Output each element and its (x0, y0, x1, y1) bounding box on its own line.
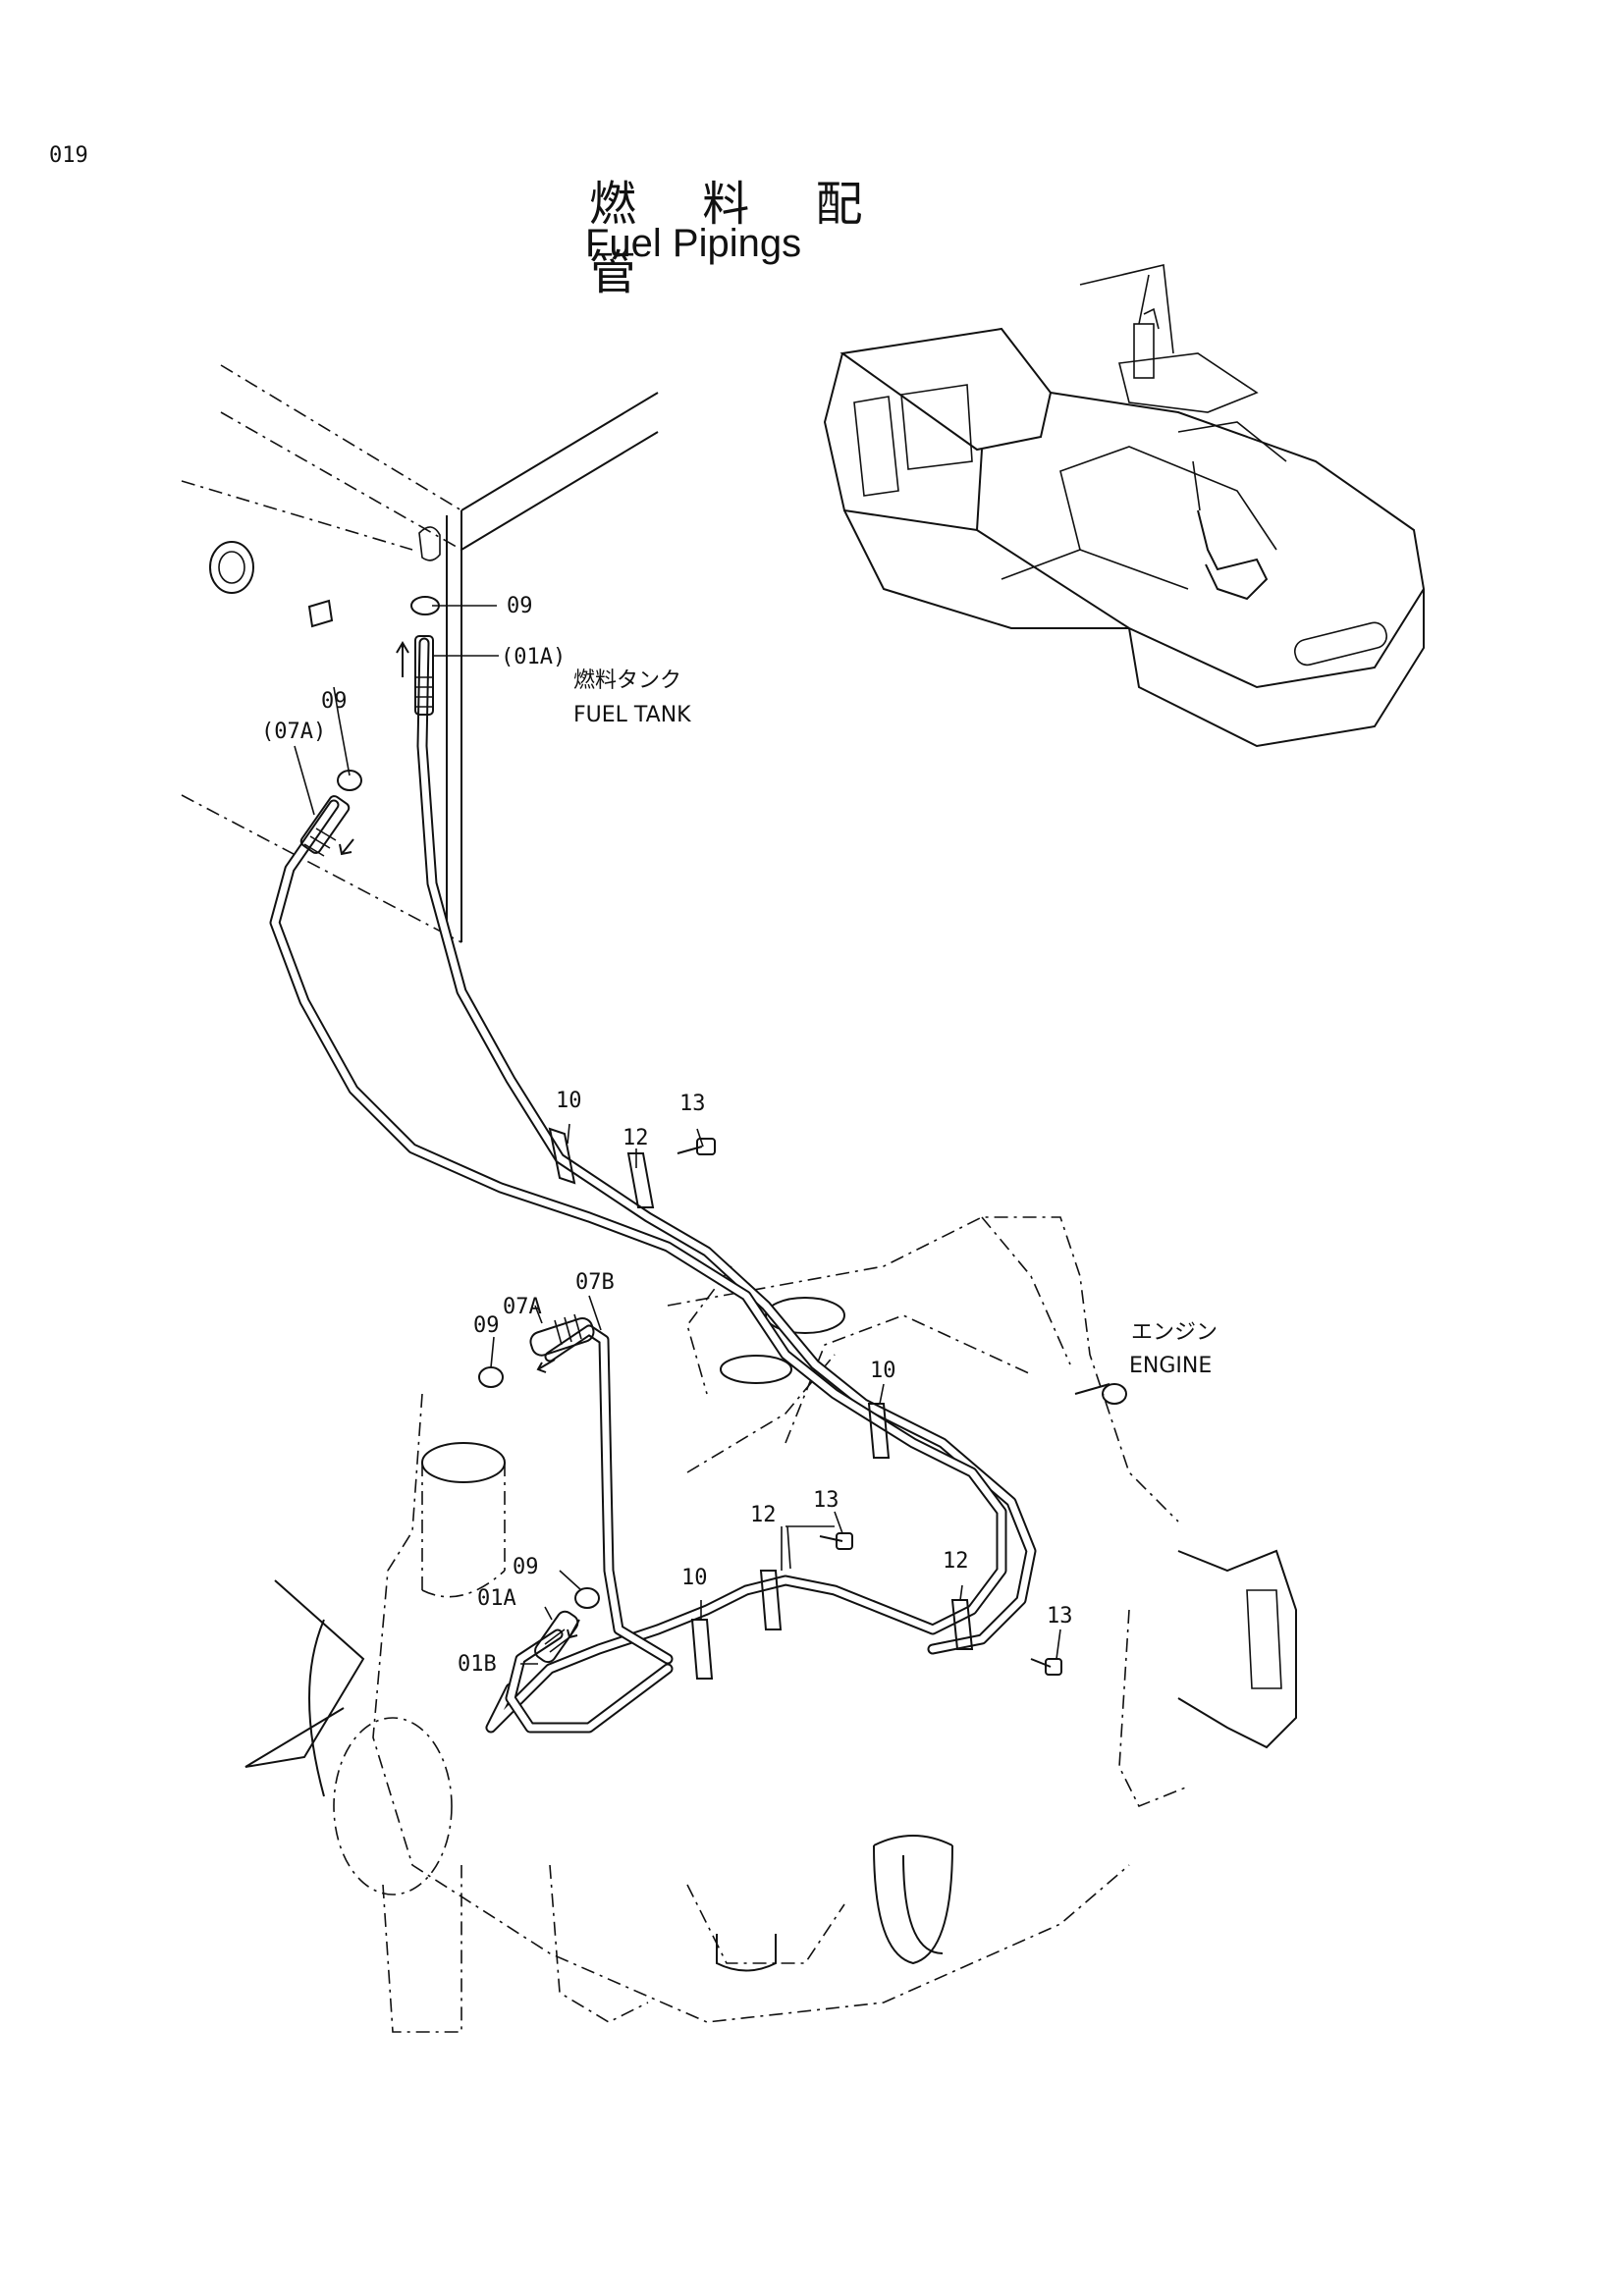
callout-10-low: 10 (681, 1566, 708, 1590)
page-number: 019 (49, 143, 88, 168)
callout-09-top: 09 (507, 594, 533, 618)
fuel-tank-label-japanese: 燃料タンク (573, 668, 681, 693)
callout-09-mid: 09 (473, 1313, 500, 1338)
engine-outline (244, 1216, 1297, 2033)
callout-labels: 09 (01A) 09 (07A) 10 13 12 07B 07A 09 10… (261, 594, 1073, 1677)
callout-01a-top: (01A) (501, 645, 566, 669)
callout-12-upper: 12 (623, 1126, 649, 1150)
fuel-hose-07b (544, 1324, 674, 1665)
component-annotations: 燃料タンク FUEL TANK エンジン ENGINE (573, 668, 1218, 1378)
callout-13-upper: 13 (679, 1092, 706, 1116)
callout-leader-lines (294, 605, 1061, 1665)
callout-01a-low: 01A (477, 1586, 516, 1611)
callout-07a-left: (07A) (261, 720, 326, 744)
callout-09-left: 09 (321, 689, 348, 714)
hose-fittings (299, 635, 595, 1664)
callout-09-low: 09 (513, 1555, 539, 1579)
callout-10-upper: 10 (556, 1089, 582, 1113)
fuel-hose-07a-return (269, 799, 1007, 1734)
callout-12-right: 12 (943, 1549, 969, 1574)
callout-12-mid: 12 (750, 1503, 777, 1527)
page-title-english: Fuel Pipings (585, 222, 802, 265)
callout-07b: 07B (575, 1270, 615, 1295)
page-title-japanese: 燃 料 配 管 (589, 177, 889, 300)
fuel-tank-label-english: FUEL TANK (573, 703, 691, 727)
fuel-hose-01b (505, 1629, 674, 1734)
fuel-hose-01a-supply (416, 637, 1037, 1655)
callout-13-mid: 13 (813, 1488, 839, 1513)
callout-07a: 07A (503, 1295, 542, 1319)
clamps-and-bolts (337, 596, 1062, 1680)
excavator-overview-illustration (823, 264, 1426, 748)
callout-01b: 01B (458, 1652, 497, 1677)
fuel-tank-outline (181, 364, 659, 947)
callout-10-right: 10 (870, 1359, 896, 1383)
engine-label-japanese: エンジン (1131, 1320, 1218, 1345)
engine-label-english: ENGINE (1129, 1354, 1212, 1378)
callout-13-right: 13 (1047, 1604, 1073, 1629)
